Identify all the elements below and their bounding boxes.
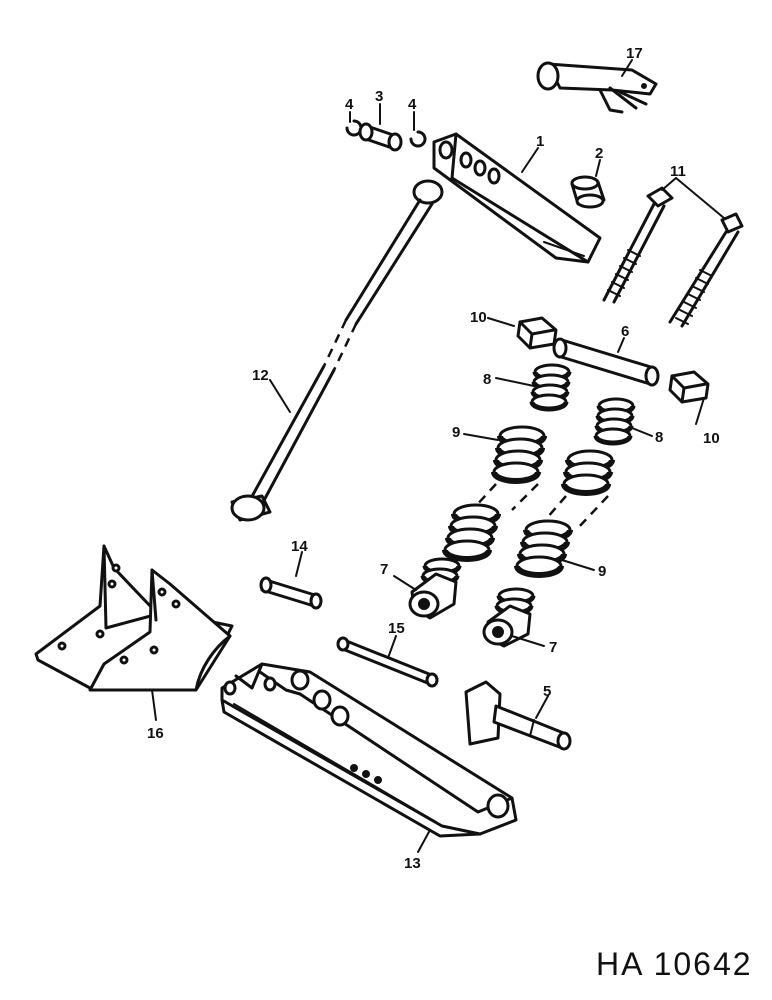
- label-part-10-right: 10: [703, 430, 720, 447]
- label-part-4-left: 4: [345, 96, 354, 113]
- label-part-6: 6: [621, 323, 629, 340]
- label-part-13: 13: [404, 855, 421, 872]
- part-11-bolts: [602, 186, 744, 328]
- label-part-5: 5: [543, 683, 551, 700]
- label-part-10-left: 10: [470, 309, 487, 326]
- part-7-seat-left: [408, 559, 459, 620]
- label-part-4-right: 4: [408, 96, 417, 113]
- part-13-shank: [220, 662, 518, 838]
- part-labels: 1 2 3 4 4 5 6 7 7 8 8 9 9 10 10 11 12 13…: [147, 45, 720, 872]
- label-part-14: 14: [291, 538, 308, 555]
- part-17-clip: [536, 61, 658, 114]
- label-part-9-right: 9: [598, 563, 606, 580]
- part-9-spring-right: [517, 451, 612, 575]
- label-part-1: 1: [536, 133, 544, 150]
- part-8-spring-right: [596, 399, 633, 443]
- part-5-shaft: [464, 680, 572, 751]
- part-10-block-right: [668, 370, 710, 404]
- part-1-arm: [432, 132, 602, 264]
- part-2-bushing: [570, 175, 606, 209]
- part-16-bracket: [34, 544, 234, 692]
- part-3-pin: [358, 122, 403, 152]
- label-part-9-left: 9: [452, 424, 460, 441]
- part-9-spring-left: [445, 427, 544, 559]
- label-part-8-left: 8: [483, 371, 491, 388]
- label-part-7-right: 7: [549, 639, 557, 656]
- part-14-pin: [259, 576, 323, 610]
- label-part-15: 15: [388, 620, 405, 637]
- drawing-reference-code: HA 10642: [596, 946, 753, 982]
- part-4-ring-right: [409, 130, 427, 148]
- part-8-spring-left: [532, 365, 569, 409]
- label-part-16: 16: [147, 725, 164, 742]
- label-part-12: 12: [252, 367, 269, 384]
- part-12-tie-rod: [230, 179, 444, 522]
- part-6-rod: [552, 337, 660, 387]
- part-15-pin: [336, 636, 439, 688]
- part-10-block-left: [516, 316, 558, 350]
- label-part-7-left: 7: [380, 561, 388, 578]
- label-part-11: 11: [670, 163, 686, 180]
- label-part-8-right: 8: [655, 429, 663, 446]
- label-part-2: 2: [595, 145, 603, 162]
- part-7-seat-right: [482, 589, 533, 648]
- label-part-17: 17: [626, 45, 643, 62]
- leader-lines: [151, 59, 725, 853]
- label-part-3: 3: [375, 88, 383, 105]
